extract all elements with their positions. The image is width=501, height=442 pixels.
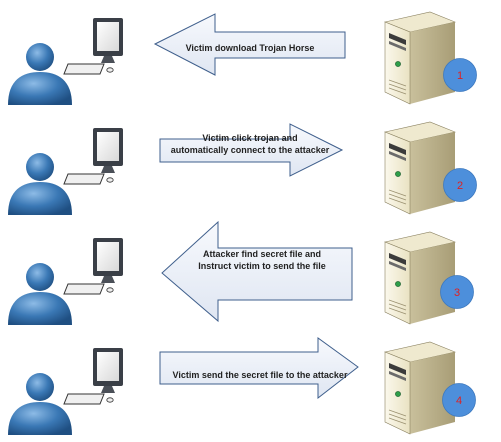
step-label-line: Attacker find secret file and bbox=[203, 249, 321, 259]
arrow-shape bbox=[159, 337, 359, 400]
step-arrow-2: Victim click trojan and automatically con… bbox=[159, 123, 344, 177]
server-tower-icon bbox=[383, 341, 457, 435]
person-at-computer-icon bbox=[8, 348, 123, 435]
server-tower-icon bbox=[383, 231, 457, 325]
server-tower-icon bbox=[383, 11, 457, 105]
step-row-1: Victim download Trojan Horse 1 bbox=[8, 11, 477, 105]
step-number: 3 bbox=[454, 287, 460, 299]
step-number: 2 bbox=[457, 180, 463, 192]
arrow-shape bbox=[153, 13, 346, 76]
arrow-shape bbox=[159, 123, 344, 177]
step-label-line: Victim click trojan and bbox=[202, 133, 297, 143]
step-arrow-4: Victim send the secret file to the attac… bbox=[159, 337, 359, 400]
step-label-line: Victim download Trojan Horse bbox=[186, 43, 315, 53]
step-number-badge: 4 bbox=[442, 383, 476, 417]
person-at-computer-icon bbox=[8, 128, 123, 215]
step-row-4: Victim send the secret file to the attac… bbox=[8, 337, 476, 435]
step-number-badge: 3 bbox=[440, 275, 474, 309]
person-at-computer-icon bbox=[8, 238, 123, 325]
step-number: 4 bbox=[456, 395, 462, 407]
person-at-computer-icon bbox=[8, 18, 123, 105]
step-arrow-1: Victim download Trojan Horse bbox=[153, 13, 346, 76]
step-label-line: automatically connect to the attacker bbox=[171, 145, 330, 155]
server-tower-icon bbox=[383, 121, 457, 215]
step-number-badge: 2 bbox=[443, 168, 477, 202]
step-label-line: Instruct victim to send the file bbox=[198, 261, 326, 271]
arrow-shape bbox=[161, 220, 353, 323]
step-row-2: Victim click trojan and automatically con… bbox=[8, 121, 477, 215]
step-number: 1 bbox=[457, 70, 463, 82]
step-label-line: Victim send the secret file to the attac… bbox=[173, 370, 348, 380]
step-number-badge: 1 bbox=[443, 58, 477, 92]
